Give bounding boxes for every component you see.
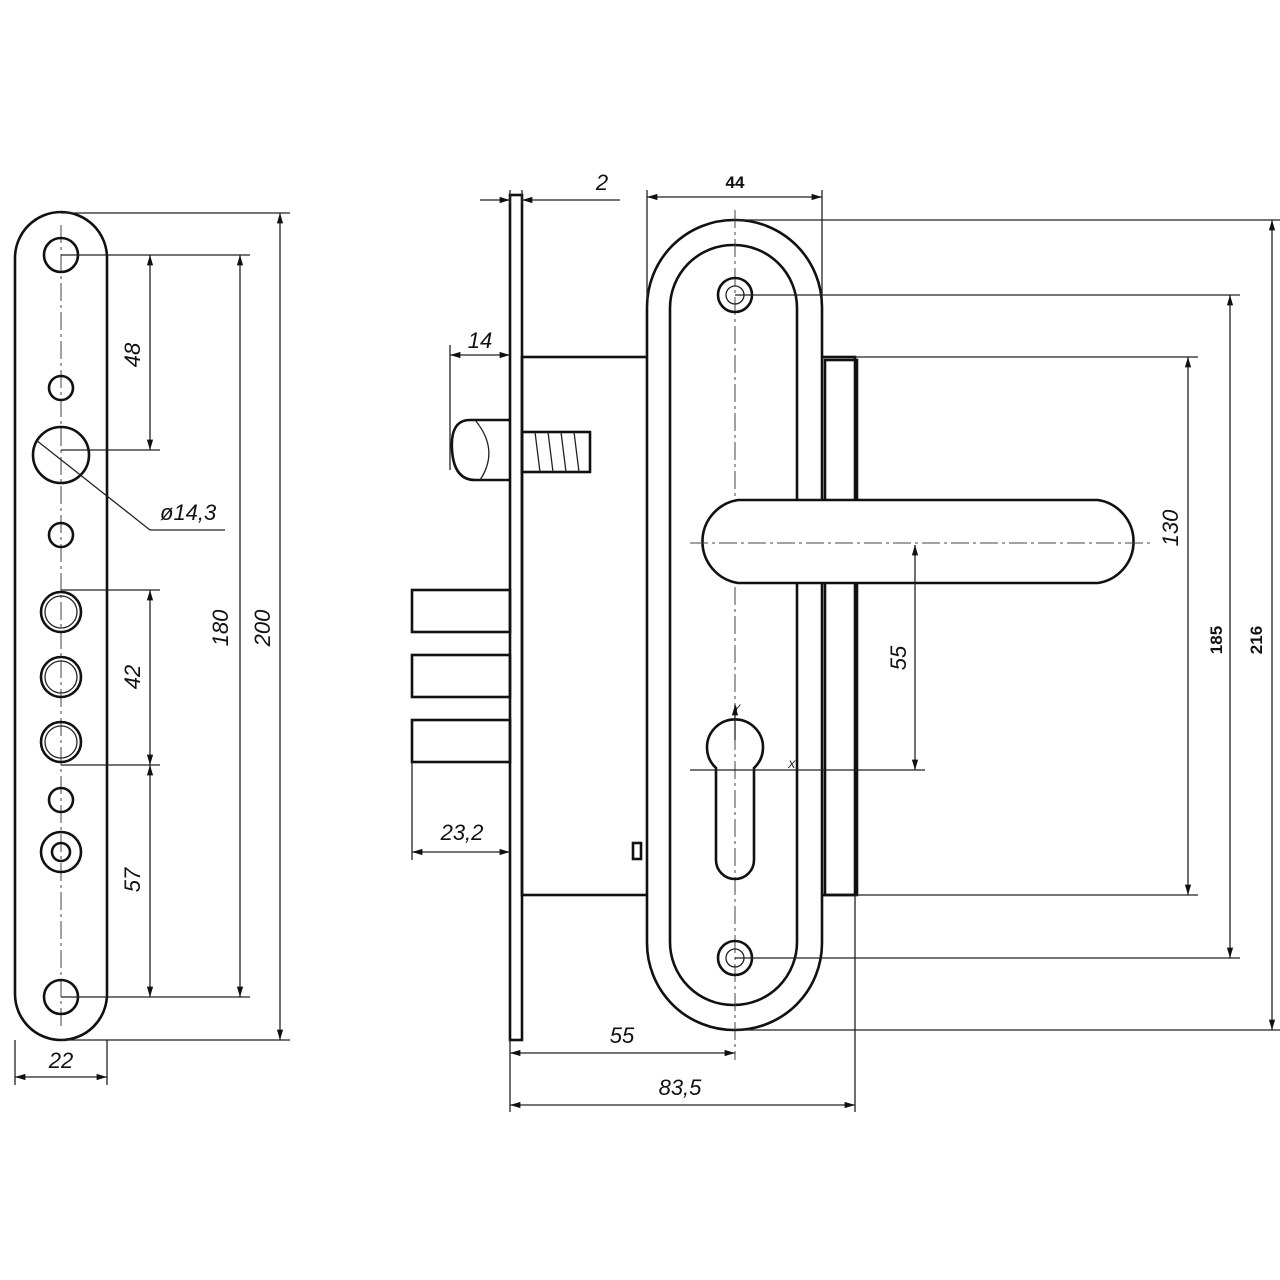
axis-x: X [787, 759, 796, 771]
dim-23-2: 23,2 [440, 820, 484, 845]
dim-cylinder-diameter: ø14,3 [160, 500, 217, 525]
dim-14: 14 [468, 328, 492, 353]
dim-44: 44 [726, 173, 745, 192]
dim-130: 130 [1158, 509, 1183, 546]
dim-2: 2 [595, 170, 608, 195]
dim-180: 180 [208, 609, 233, 646]
axis-y: Y [733, 703, 741, 715]
lock-dimensions [411, 190, 1280, 1112]
dim-55-backset: 55 [610, 1023, 635, 1048]
dim-42: 42 [120, 665, 145, 689]
dim-200: 200 [250, 609, 275, 647]
escutcheon [645, 210, 1150, 1060]
dim-22: 22 [48, 1048, 73, 1073]
dim-55-vertical: 55 [886, 645, 911, 670]
dim-185: 185 [1207, 626, 1226, 654]
dim-57: 57 [120, 867, 145, 892]
strike-plate [13, 210, 290, 1085]
dim-48: 48 [120, 342, 145, 367]
dim-83-5: 83,5 [659, 1075, 703, 1100]
dim-216: 216 [1247, 626, 1266, 654]
